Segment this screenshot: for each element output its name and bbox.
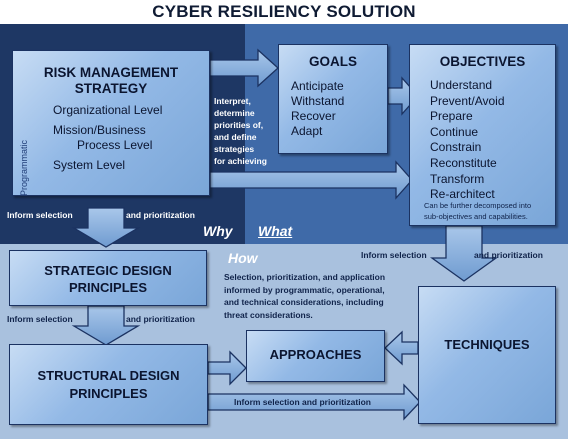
how-line: Selection, prioritization, and applicati… (224, 272, 386, 282)
arrow-risk-to-goals (209, 48, 279, 88)
risk-level-organizational: Organizational Level (53, 103, 163, 117)
interpret-text: Interpret, determine priorities of, and … (214, 95, 267, 167)
goal-item: Adapt (291, 124, 323, 138)
interpret-line: strategies (214, 144, 255, 154)
how-line: threat considerations. (224, 309, 313, 320)
interpret-line: determine (214, 108, 255, 118)
strategic-design-principles-box: STRATEGIC DESIGN PRINCIPLES (9, 250, 207, 306)
and-prioritization-label-3: and prioritization (126, 314, 195, 324)
how-description: Selection, prioritization, and applicati… (224, 271, 385, 321)
objective-item: Prevent/Avoid (430, 93, 505, 108)
techniques-box: TECHNIQUES (418, 286, 556, 424)
risk-level-process: Process Level (77, 138, 153, 152)
interpret-line: for achieving (214, 156, 267, 166)
objective-item: Re-architect (430, 187, 495, 202)
arrow-risk-to-objectives (209, 160, 413, 200)
what-label: What (258, 223, 293, 239)
risk-management-strategy-box: RISK MANAGEMENT STRATEGY Programmatic Or… (12, 50, 210, 196)
and-prioritization-label-2: and prioritization (474, 250, 543, 260)
arrow-risk-to-strategic (71, 207, 141, 248)
structural-design-principles-box: STRUCTURAL DESIGN PRINCIPLES (9, 344, 208, 425)
and-prioritization-label-1: and prioritization (126, 210, 195, 220)
arrow-structural-to-techniques (207, 383, 421, 421)
diagram-title: CYBER RESILIENCY SOLUTION (152, 2, 416, 21)
why-label: Why (203, 223, 233, 239)
inform-selection-label-1: Inform selection (7, 210, 73, 220)
approaches-title: APPROACHES (269, 347, 362, 362)
goal-item: Recover (291, 109, 336, 123)
programmatic-side-label: Programmatic (19, 140, 29, 197)
arrow-techniques-to-approaches (384, 330, 419, 366)
risk-level-mission: Mission/Business (53, 123, 146, 137)
arrow-structural-to-approaches (207, 350, 247, 386)
objective-item: Transform (430, 171, 485, 186)
risk-title-line2: STRATEGY (74, 81, 148, 96)
risk-level-system: System Level (53, 158, 126, 172)
objective-item: Reconstitute (430, 155, 497, 170)
strategic-line1: STRATEGIC DESIGN (44, 263, 172, 278)
structural-line2: PRINCIPLES (69, 386, 148, 401)
interpret-line: priorities of, (214, 120, 264, 130)
inform-selection-label-2: Inform selection (361, 250, 427, 260)
objective-item: Constrain (430, 140, 482, 155)
strategic-line2: PRINCIPLES (68, 280, 147, 295)
approaches-box: APPROACHES (246, 330, 385, 382)
how-line: and technical considerations, including (224, 297, 384, 307)
objective-item: Prepare (430, 109, 473, 124)
objectives-box: OBJECTIVES Understand Prevent/Avoid Prep… (409, 44, 556, 226)
techniques-title: TECHNIQUES (444, 337, 530, 352)
objective-item: Continue (430, 124, 479, 139)
goals-box: GOALS Anticipate Withstand Recover Adapt (278, 44, 388, 154)
how-label: How (228, 250, 258, 266)
goal-item: Anticipate (291, 79, 344, 93)
goals-title: GOALS (308, 54, 357, 69)
interpret-line: and define (214, 132, 257, 142)
risk-title-line1: RISK MANAGEMENT (43, 65, 179, 80)
objective-item: Understand (430, 78, 493, 92)
objectives-note-line1: Can be further decomposed into (424, 201, 532, 210)
objectives-note-line2: sub-objectives and capabilities. (424, 212, 528, 221)
interpret-line: Interpret, (214, 96, 251, 106)
arrow-strategic-to-structural (71, 305, 141, 346)
arrow-objectives-to-techniques (429, 225, 499, 282)
objectives-title: OBJECTIVES (439, 54, 526, 69)
goal-item: Withstand (291, 94, 345, 108)
inform-selection-prioritization-bottom-label: Inform selection and prioritization (234, 397, 371, 407)
how-line: informed by programmatic, operational, (224, 284, 385, 295)
structural-line1: STRUCTURAL DESIGN (37, 368, 180, 383)
inform-selection-label-3: Inform selection (7, 314, 73, 324)
